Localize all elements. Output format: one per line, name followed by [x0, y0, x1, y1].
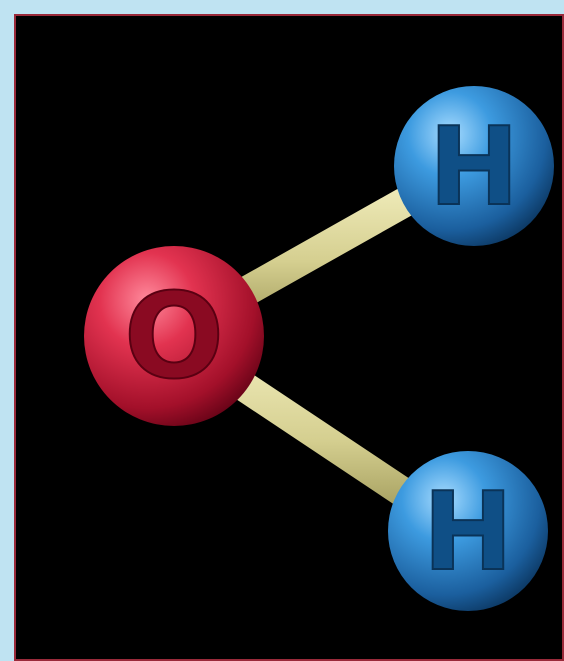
hydrogen-atom-top: H: [394, 86, 554, 246]
hydrogen-symbol-bottom: H: [423, 470, 513, 595]
hydrogen-symbol-top: H: [429, 105, 519, 230]
hydrogen-atom-bottom: H: [388, 451, 548, 611]
oxygen-symbol: O: [124, 267, 224, 405]
water-molecule-illustration: O H H: [84, 86, 554, 611]
molecule-canvas: O H H: [14, 14, 564, 661]
oxygen-atom: O: [84, 246, 264, 426]
